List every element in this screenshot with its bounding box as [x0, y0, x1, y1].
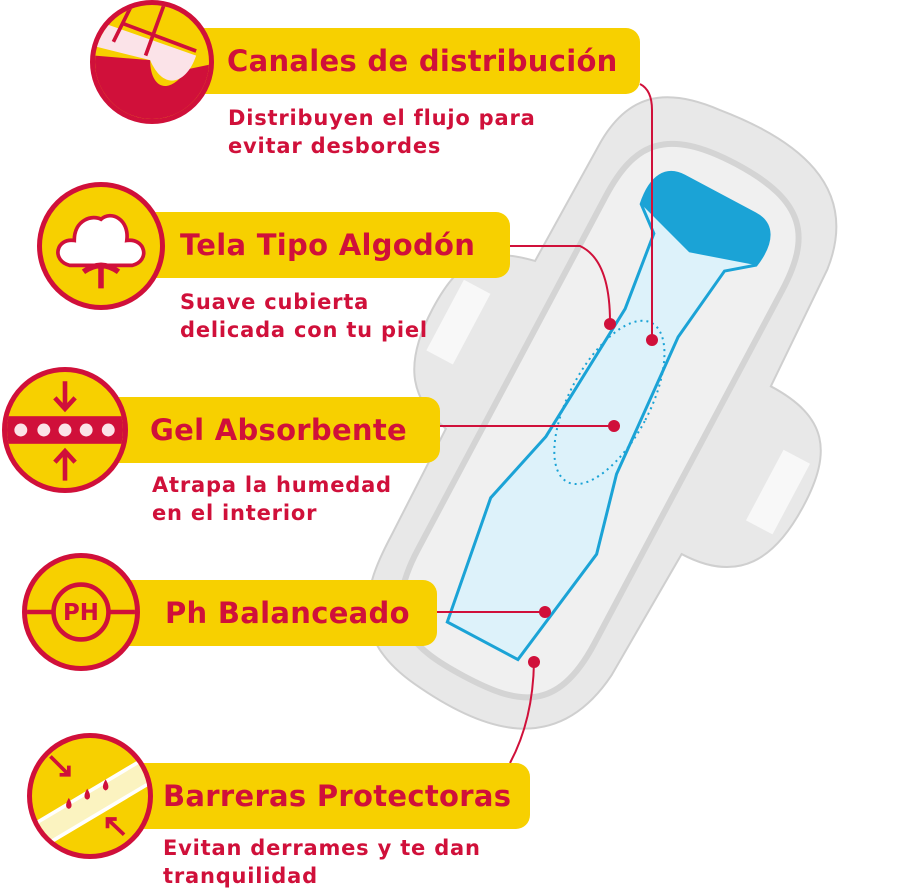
gel-icon: [2, 367, 128, 493]
feature-title: Barreras Protectoras: [163, 779, 512, 813]
pad: [366, 96, 838, 730]
ph-icon: PH: [22, 553, 140, 671]
feature-title: Gel Absorbente: [150, 413, 408, 447]
feature-bar-cotton: [150, 212, 510, 278]
feature-title: Ph Balanceado: [165, 596, 410, 630]
feature-bar-channels: [200, 28, 640, 94]
feature-title: Tela Tipo Algodón: [180, 228, 476, 262]
svg-text:PH: PH: [63, 600, 99, 626]
feature-bar-gel: [110, 397, 440, 463]
channels-icon: [90, 0, 214, 124]
cotton-icon: [37, 182, 165, 310]
leader-lines: [437, 83, 653, 764]
barrier-icon: [27, 733, 153, 859]
feature-bar-barrier: [130, 763, 530, 829]
leader-dots: [528, 318, 658, 668]
feature-title: Canales de distribución: [227, 44, 618, 78]
feature-bar-ph: [120, 580, 437, 646]
